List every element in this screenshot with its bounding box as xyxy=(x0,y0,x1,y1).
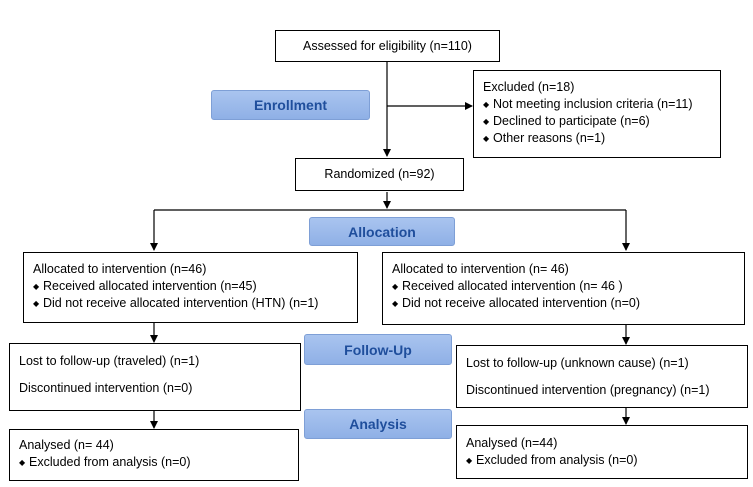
bullet-icon: ◆ xyxy=(19,458,26,467)
left-allocated-box: Allocated to intervention (n=46) ◆Receiv… xyxy=(23,252,358,323)
bullet-icon: ◆ xyxy=(33,282,40,291)
right-followup-box: Lost to follow-up (unknown cause) (n=1) … xyxy=(456,345,748,408)
left-followup-box: Lost to follow-up (traveled) (n=1) Disco… xyxy=(9,343,301,411)
bullet-icon: ◆ xyxy=(466,456,473,465)
left-allocated-item: ◆Received allocated intervention (n=45) xyxy=(33,279,257,293)
assessed-label: Assessed for eligibility (n=110) xyxy=(303,38,472,53)
bullet-icon: ◆ xyxy=(392,282,399,291)
bullet-icon: ◆ xyxy=(392,299,399,308)
right-analysed-item: ◆Excluded from analysis (n=0) xyxy=(466,453,638,467)
right-allocated-item: ◆Received allocated intervention (n= 46 … xyxy=(392,279,623,293)
randomized-label: Randomized (n=92) xyxy=(324,167,435,181)
stage-analysis: Analysis xyxy=(304,409,452,439)
right-analysed-title: Analysed (n=44) xyxy=(466,436,558,450)
right-analysed-box: Analysed (n=44) ◆Excluded from analysis … xyxy=(456,425,748,479)
bullet-icon: ◆ xyxy=(483,117,490,126)
bullet-icon: ◆ xyxy=(483,100,490,109)
left-analysed-title: Analysed (n= 44) xyxy=(19,438,114,452)
excluded-box: Excluded (n=18) ◆Not meeting inclusion c… xyxy=(473,70,721,158)
right-followup-discontinued: Discontinued intervention (pregnancy) (n… xyxy=(466,383,710,397)
right-allocated-title: Allocated to intervention (n= 46) xyxy=(392,262,569,276)
right-allocated-box: Allocated to intervention (n= 46) ◆Recei… xyxy=(382,252,745,325)
excluded-item: ◆Not meeting inclusion criteria (n=11) xyxy=(483,97,693,111)
right-followup-lost: Lost to follow-up (unknown cause) (n=1) xyxy=(466,356,689,370)
assessed-box: Assessed for eligibility (n=110) xyxy=(275,30,500,62)
left-analysed-item: ◆Excluded from analysis (n=0) xyxy=(19,455,191,469)
left-analysed-box: Analysed (n= 44) ◆Excluded from analysis… xyxy=(9,429,299,481)
left-followup-lost: Lost to follow-up (traveled) (n=1) xyxy=(19,354,200,368)
stage-allocation: Allocation xyxy=(309,217,455,246)
stage-followup: Follow-Up xyxy=(304,334,452,365)
bullet-icon: ◆ xyxy=(33,299,40,308)
left-allocated-title: Allocated to intervention (n=46) xyxy=(33,262,207,276)
stage-enrollment: Enrollment xyxy=(211,90,370,120)
excluded-item: ◆Declined to participate (n=6) xyxy=(483,114,650,128)
excluded-item: ◆Other reasons (n=1) xyxy=(483,131,606,145)
left-allocated-item: ◆Did not receive allocated intervention … xyxy=(33,296,319,310)
randomized-box: Randomized (n=92) xyxy=(295,158,464,191)
right-allocated-item: ◆Did not receive allocated intervention … xyxy=(392,296,640,310)
excluded-title: Excluded (n=18) xyxy=(483,80,575,94)
bullet-icon: ◆ xyxy=(483,134,490,143)
left-followup-discontinued: Discontinued intervention (n=0) xyxy=(19,381,193,395)
